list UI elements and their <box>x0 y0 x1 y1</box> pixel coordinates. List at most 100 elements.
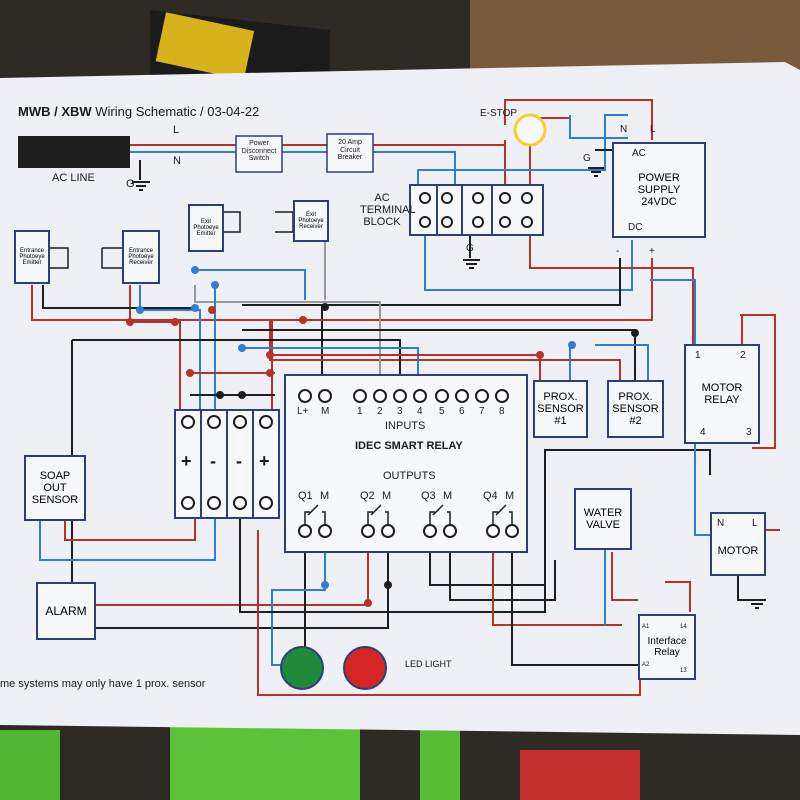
breaker-line-3: Breaker <box>337 154 363 162</box>
relay-input-4: 4 <box>417 406 423 417</box>
soap-sensor-line-2: OUT <box>43 482 67 494</box>
green-tool <box>170 725 360 800</box>
ground-g-label: G <box>126 178 135 190</box>
motor-relay-pin-3: 3 <box>746 427 752 438</box>
prox1-line-3: #1 <box>554 415 567 427</box>
relay-input-8: 8 <box>499 406 505 417</box>
prox1-line-1: PROX. <box>543 391 578 403</box>
interface-relay-14: 14 <box>680 624 687 630</box>
prox1-line-2: SENSOR <box>537 403 584 415</box>
power-supply-n-label: N <box>620 124 628 135</box>
motor-relay-line-1: MOTOR <box>701 382 743 394</box>
prox2-line-2: SENSOR <box>612 403 659 415</box>
power-disconnect-line-3: Switch <box>248 155 270 163</box>
power-supply-line-2: SUPPLY <box>637 184 681 196</box>
ac-line-cable <box>18 136 130 168</box>
prox-sensor-2: PROX. SENSOR #2 <box>607 380 664 438</box>
exit-receiver-line-1: Exit <box>305 212 316 218</box>
entrance-receiver-line-1: Entrance <box>128 248 153 254</box>
relay-input-5: 5 <box>439 406 445 417</box>
soap-sensor-line-1: SOAP <box>39 470 71 482</box>
red-led-light <box>343 646 387 690</box>
relay-inputs-heading: INPUTS <box>385 420 426 432</box>
title-rest: Wiring Schematic / 03-04-22 <box>91 104 260 119</box>
dc-terminal-1-polarity: + <box>181 451 192 471</box>
entrance-emitter-line-2: Photoeye <box>19 254 45 260</box>
power-disconnect-switch: Power Disconnect Switch <box>236 140 282 163</box>
exit-receiver-line-2: Photoeye <box>298 218 324 224</box>
motor-l-label: L <box>752 518 758 529</box>
motor-relay-line-2: RELAY <box>704 394 740 406</box>
entrance-receiver-line-2: Photoeye <box>128 254 154 260</box>
power-supply-24vdc: POWER SUPPLY 24VDC <box>612 142 706 238</box>
dc-terminal-2-polarity: - <box>210 451 216 471</box>
relay-output-contacts <box>304 504 513 525</box>
interface-relay-line-2: Relay <box>654 647 680 658</box>
circuit-breaker: 20 Amp Circuit Breaker <box>327 139 373 162</box>
relay-input-terminals <box>298 389 509 403</box>
terminal-screws <box>419 192 533 228</box>
power-supply-l-label: L <box>650 124 656 135</box>
interface-relay: Interface Relay <box>638 614 696 680</box>
ac-terminal-line-3: BLOCK <box>363 216 401 229</box>
relay-input-1: 1 <box>357 406 363 417</box>
soap-out-sensor: SOAP OUT SENSOR <box>24 455 86 521</box>
relay-input-m: M <box>321 406 330 417</box>
entrance-receiver-line-3: Receiver <box>129 260 153 266</box>
ground-symbols <box>132 167 766 609</box>
page-title: MWB / XBW Wiring Schematic / 03-04-22 <box>18 104 260 119</box>
ac-terminal-line-1: AC <box>374 192 390 204</box>
interface-relay-13: 13 <box>680 668 687 674</box>
line-n-label: N <box>173 155 181 167</box>
relay-output-q1: Q1 <box>298 490 313 502</box>
dc-terminal-3-polarity: - <box>236 451 242 471</box>
line-l-label: L <box>173 124 180 136</box>
motor-relay-pin-2: 2 <box>740 350 746 361</box>
exit-emitter-line-1: Exit <box>200 219 211 225</box>
exit-photoeye-receiver: Exit Photoeye Receiver <box>293 200 329 242</box>
interface-relay-a2: A2 <box>642 662 650 668</box>
relay-output-q1-m: M <box>320 490 330 502</box>
estop-button <box>513 113 547 147</box>
power-supply-line-3: 24VDC <box>641 196 677 208</box>
ac-terminal-line-2: TERMINAL <box>360 204 416 217</box>
exit-emitter-line-2: Photoeye <box>193 225 219 231</box>
motor-relay-pin-1: 1 <box>695 350 701 361</box>
power-disconnect-line-1: Power <box>249 140 269 147</box>
relay-input-3: 3 <box>397 406 403 417</box>
relay-output-terminals <box>298 524 519 538</box>
red-tool <box>520 750 640 800</box>
motor-relay-pin-4: 4 <box>700 427 706 438</box>
interface-relay-a1: A1 <box>642 624 650 630</box>
led-light-label: LED LIGHT <box>405 659 452 669</box>
title-bold: MWB / XBW <box>18 104 92 119</box>
estop-label: E-STOP <box>480 108 518 119</box>
green-led-light <box>280 646 324 690</box>
breaker-line-1: 20 Amp <box>338 139 362 146</box>
exit-photoeye-emitter: Exit Photoeye Emitter <box>188 204 224 252</box>
soap-sensor-line-3: SENSOR <box>31 494 79 506</box>
power-disconnect-line-2: Disconnect <box>241 147 277 155</box>
relay-input-2: 2 <box>377 406 383 417</box>
power-supply-plus-label: + <box>649 246 655 257</box>
wood-block <box>470 0 800 70</box>
entrance-photoeye-receiver: Entrance Photoeye Receiver <box>122 230 160 284</box>
prox-sensor-1: PROX. SENSOR #1 <box>533 380 588 438</box>
prox2-line-1: PROX. <box>618 391 653 403</box>
terminal-ground-label: G <box>466 243 474 254</box>
relay-outputs-heading: OUTPUTS <box>383 470 436 482</box>
green-tool-handle <box>420 725 460 800</box>
power-supply-minus-label: - <box>616 246 620 257</box>
entrance-emitter-line-1: Entrance <box>19 248 44 254</box>
ac-terminal-block-label: AC TERMINAL BLOCK <box>360 192 416 229</box>
breaker-line-2: Circuit <box>340 146 360 154</box>
prox2-line-3: #2 <box>629 415 642 427</box>
dc-terminal-4-polarity: + <box>259 451 270 471</box>
power-supply-g-label: G <box>583 153 591 164</box>
relay-output-q2-m: M <box>382 490 392 502</box>
entrance-photoeye-emitter: Entrance Photoeye Emitter <box>14 230 50 284</box>
yellow-label <box>155 12 255 80</box>
power-supply-ac-label: AC <box>632 148 646 159</box>
motor-n-label: N <box>717 518 725 529</box>
wire-junctions <box>126 266 639 607</box>
